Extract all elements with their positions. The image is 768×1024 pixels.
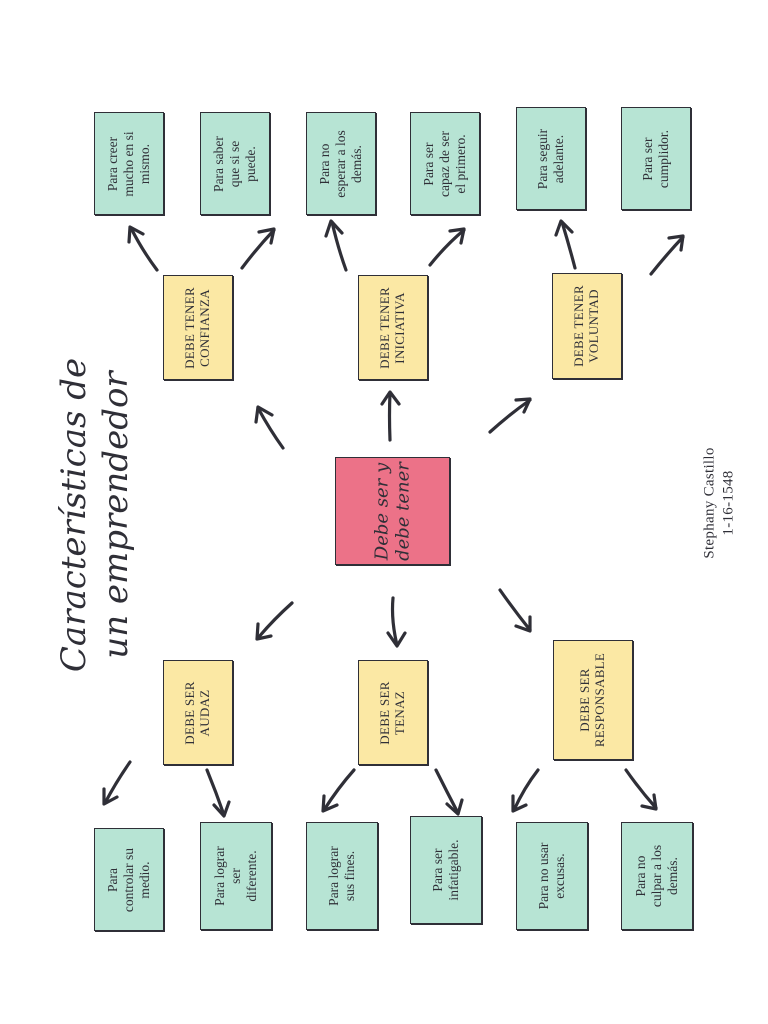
category-responsable: DEBE SER RESPONSABLE xyxy=(553,640,633,760)
arrow-confianza-to-leaf-1 xyxy=(127,225,159,272)
arrow-audaz-to-leaf-2 xyxy=(205,768,231,818)
leaf-seguir-adelante: Para seguir adelante. xyxy=(516,107,586,210)
arrow-center-to-tenaz xyxy=(386,596,407,648)
arrow-voluntad-to-leaf-2 xyxy=(649,234,685,276)
arrow-center-to-responsable xyxy=(498,588,532,633)
category-confianza: DEBE TENER CONFIANZA xyxy=(163,275,233,380)
leaf-infatigable: Para ser infatigable. xyxy=(410,816,482,924)
arrow-iniciativa-to-leaf-1 xyxy=(324,219,348,272)
leaf-ser-cumplidor: Para ser cumplidor. xyxy=(621,107,691,210)
leaf-no-esperar: Para no esperar a los demás. xyxy=(306,112,376,215)
leaf-saber-que-se-puede: Para saber que si se puede. xyxy=(200,112,270,215)
arrow-responsable-to-leaf-2 xyxy=(624,768,658,811)
category-iniciativa: DEBE TENER INICIATIVA xyxy=(358,275,428,380)
arrow-center-to-iniciativa xyxy=(380,390,401,442)
leaf-ser-el-primero: Para ser capaz de ser el primero. xyxy=(410,112,480,215)
leaf-controlar-su-medio: Para controlar su medio. xyxy=(94,828,164,931)
center-node: Debe ser y debe tener xyxy=(335,457,450,565)
category-voluntad: DEBE TENER VOLUNTAD xyxy=(552,273,622,379)
leaf-ser-diferente: Para lograr ser diferente. xyxy=(200,822,272,930)
arrow-confianza-to-leaf-2 xyxy=(240,227,276,270)
leaf-lograr-sus-fines: Para lograr sus fines. xyxy=(306,822,378,930)
arrow-voluntad-to-leaf-1 xyxy=(554,219,577,270)
arrow-responsable-to-leaf-1 xyxy=(511,768,540,813)
leaf-no-culpar: Para no culpar a los demás. xyxy=(621,822,693,930)
arrow-center-to-audaz xyxy=(255,601,294,641)
arrow-center-to-confianza xyxy=(254,405,285,450)
leaf-no-usar-excusas: Para no usar excusas. xyxy=(516,822,588,930)
arrow-iniciativa-to-leaf-2 xyxy=(428,227,466,267)
arrow-audaz-to-leaf-1 xyxy=(102,760,132,806)
arrow-tenaz-to-leaf-2 xyxy=(434,768,464,816)
category-tenaz: DEBE SER TENAZ xyxy=(358,660,428,765)
arrow-center-to-voluntad xyxy=(488,397,532,434)
category-audaz: DEBE SER AUDAZ xyxy=(163,660,233,765)
arrow-tenaz-to-leaf-1 xyxy=(321,768,356,813)
leaf-creer-en-si: Para creer mucho en si mismo. xyxy=(94,112,164,215)
